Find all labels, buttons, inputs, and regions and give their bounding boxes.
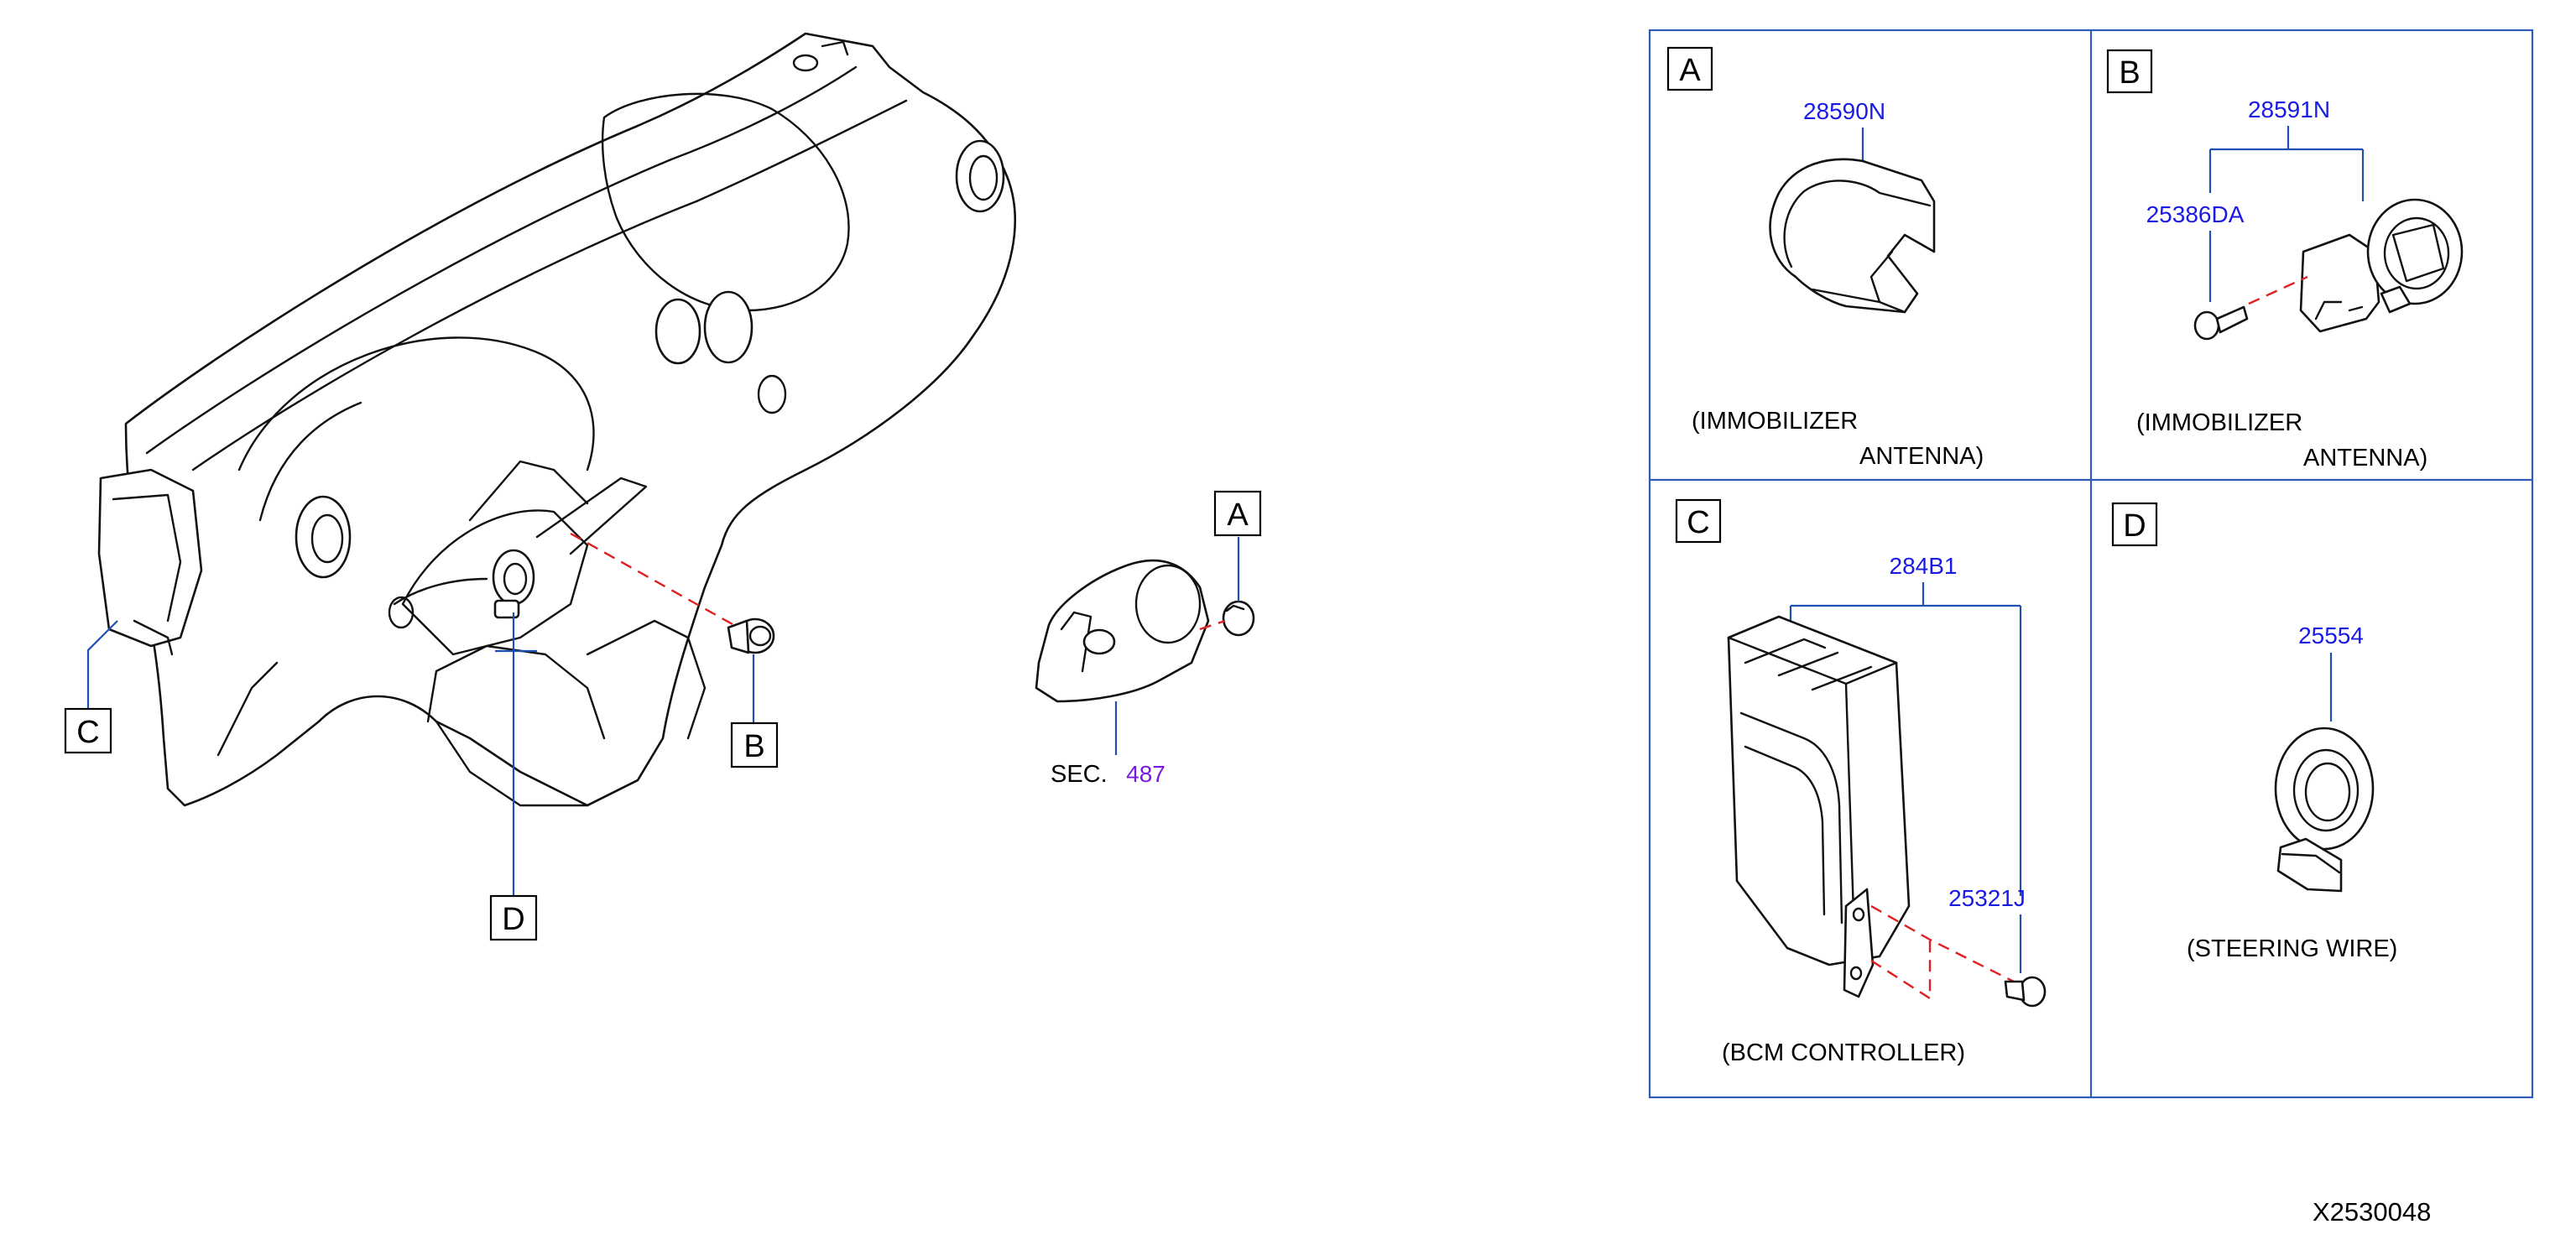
panel-d-caption: (STEERING WIRE)	[2187, 935, 2397, 962]
panel-a-caption-line1: (IMMOBILIZER	[1692, 408, 1858, 435]
panel-a-letter: A	[1679, 53, 1701, 88]
leader-c	[86, 620, 118, 721]
panel-d-letter: D	[2123, 508, 2146, 544]
svg-text:C: C	[76, 715, 99, 750]
panel-d-part-number: 25554	[2298, 622, 2364, 649]
panel-c-part-number: 284B1	[1890, 553, 1958, 579]
svg-text:A: A	[1227, 497, 1249, 533]
panel-a-part-number: 28590N	[1803, 98, 1885, 124]
callout-c: C	[64, 707, 112, 754]
callout-a: A	[1213, 490, 1262, 537]
panel-b-sub-part-number: 25386DA	[2146, 201, 2245, 227]
steering-wire-illustration	[2274, 727, 2375, 893]
panel-a: A 28590N (IMMOBILIZER ANTENNA)	[1666, 46, 1984, 470]
svg-text:B: B	[743, 729, 764, 764]
panel-c-sub-part-number: 25321J	[1948, 885, 2026, 911]
panel-b-caption-line2: ANTENNA)	[2303, 445, 2427, 471]
diagram-id: X2530048	[2313, 1197, 2431, 1227]
section-ref: SEC. 487	[1051, 761, 1165, 788]
bcm-controller-illustration	[1727, 615, 1911, 998]
column-cover-illustration	[1035, 559, 1255, 703]
panel-d: D 25554 (STEERING WIRE)	[2111, 502, 2397, 962]
svg-text:D: D	[502, 902, 524, 937]
panel-c-letter: C	[1687, 505, 1709, 540]
detail-panels-frame	[1648, 29, 2534, 1099]
panel-b-part-number: 28591N	[2248, 96, 2330, 122]
instrument-panel-illustration	[97, 32, 1016, 807]
callout-b: B	[730, 721, 779, 768]
panel-b-letter: B	[2119, 55, 2140, 91]
screw-icon	[2004, 976, 2047, 1008]
callout-d: D	[489, 894, 538, 941]
screw-icon	[2193, 305, 2249, 341]
panel-b-caption-line1: (IMMOBILIZER	[2136, 409, 2302, 436]
panel-c-caption: (BCM CONTROLLER)	[1722, 1039, 1965, 1066]
panel-b: B 28591N 25386DA (IMMOBILIZER ANTENNA)	[2106, 49, 2464, 471]
exploded-view-line-b	[570, 532, 739, 629]
panel-a-caption-line2: ANTENNA)	[1859, 443, 1984, 470]
panel-c: C 284B1 25321J (BCM CONTROLLER)	[1675, 498, 2047, 1066]
exploded-view-line-a	[1199, 619, 1226, 631]
immobilizer-antenna-ring-illustration	[1769, 158, 1936, 314]
immobilizer-antenna-with-connector-illustration	[2299, 198, 2464, 333]
